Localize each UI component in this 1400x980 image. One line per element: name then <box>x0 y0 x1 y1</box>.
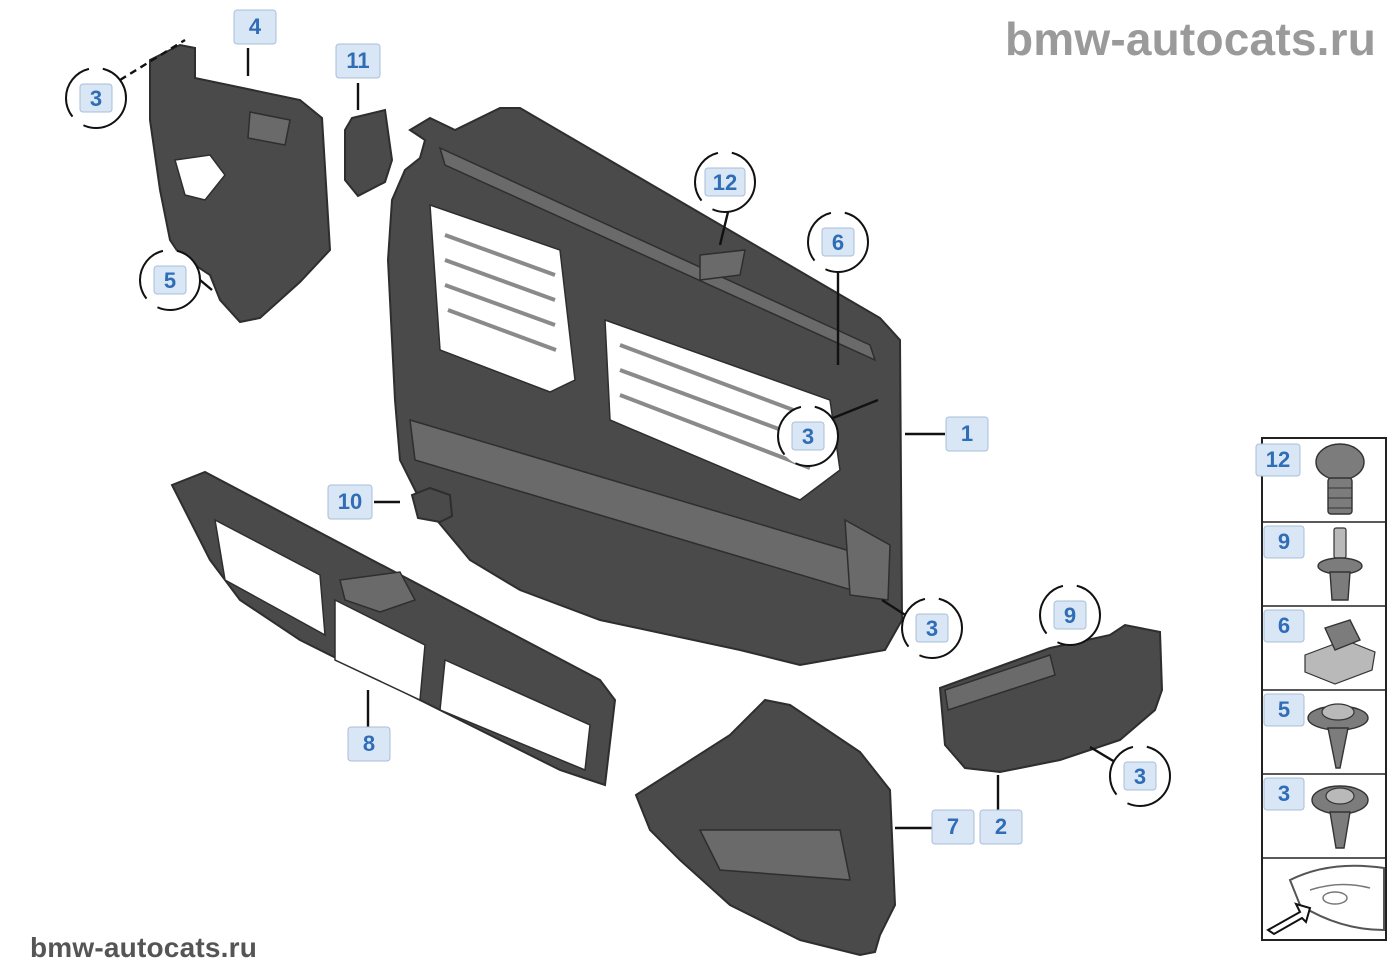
svg-text:4: 4 <box>249 14 262 39</box>
svg-text:12: 12 <box>713 170 737 195</box>
fastener-legend: 12 9 6 <box>1255 437 1387 941</box>
callout-8[interactable]: 8 <box>347 726 391 762</box>
svg-text:3: 3 <box>90 86 102 111</box>
svg-text:10: 10 <box>338 489 362 514</box>
legend-row-6[interactable]: 6 <box>1263 609 1376 685</box>
callout-1[interactable]: 1 <box>945 416 989 452</box>
callout-7[interactable]: 7 <box>931 809 975 845</box>
svg-text:11: 11 <box>346 48 369 73</box>
torx-bolt-icon <box>1315 443 1365 515</box>
part-7-air-duct-lower-right[interactable] <box>634 698 897 957</box>
svg-text:3: 3 <box>1278 781 1290 806</box>
svg-text:5: 5 <box>164 268 176 293</box>
legend-row-12[interactable]: 12 <box>1255 443 1365 515</box>
svg-text:6: 6 <box>1278 613 1290 638</box>
legend-row-9[interactable]: 9 <box>1263 525 1363 601</box>
part-1-cooling-air-duct-frame[interactable] <box>386 107 904 667</box>
svg-text:12: 12 <box>1266 447 1290 472</box>
callout-9[interactable]: 9 <box>1039 584 1101 646</box>
svg-text:1: 1 <box>961 421 973 446</box>
watermark-top: bmw-autocats.ru <box>1004 13 1376 65</box>
collar-screw-icon <box>1311 785 1369 849</box>
flange-screw-icon <box>1307 703 1369 769</box>
svg-text:3: 3 <box>926 616 938 641</box>
svg-text:6: 6 <box>832 230 844 255</box>
expanding-rivet-icon <box>1317 527 1363 601</box>
legend-row-3[interactable]: 3 <box>1263 777 1369 849</box>
svg-text:3: 3 <box>802 424 814 449</box>
callout-10[interactable]: 10 <box>327 484 373 520</box>
svg-text:9: 9 <box>1064 603 1076 628</box>
callout-11[interactable]: 11 <box>335 43 381 79</box>
watermark-bottom: bmw-autocats.ru <box>30 932 258 963</box>
svg-text:9: 9 <box>1278 529 1290 554</box>
callout-4[interactable]: 4 <box>233 9 277 45</box>
svg-text:5: 5 <box>1278 697 1290 722</box>
callout-6[interactable]: 6 <box>807 211 869 273</box>
part-4-air-duct-upper-left[interactable] <box>149 43 332 324</box>
callout-5[interactable]: 5 <box>139 249 201 311</box>
svg-text:7: 7 <box>947 814 959 839</box>
callout-3-top-left[interactable]: 3 <box>65 67 127 129</box>
spring-nut-icon <box>1304 619 1376 685</box>
part-10-clip[interactable] <box>410 486 454 524</box>
svg-text:3: 3 <box>1134 764 1146 789</box>
callout-3-right-duct[interactable]: 3 <box>1109 745 1171 807</box>
svg-text:8: 8 <box>363 731 375 756</box>
svg-text:2: 2 <box>995 814 1007 839</box>
callout-2[interactable]: 2 <box>979 809 1023 845</box>
legend-row-5[interactable]: 5 <box>1263 693 1369 769</box>
callout-12[interactable]: 12 <box>694 151 756 213</box>
part-2-air-duct-right[interactable] <box>938 623 1164 774</box>
part-11-gasket[interactable] <box>344 108 394 198</box>
vehicle-front-location-icon <box>1266 864 1385 936</box>
callout-3-right-lower[interactable]: 3 <box>901 597 963 659</box>
callout-3-center[interactable]: 3 <box>777 405 839 467</box>
part-8-lower-air-guide[interactable] <box>170 470 617 787</box>
